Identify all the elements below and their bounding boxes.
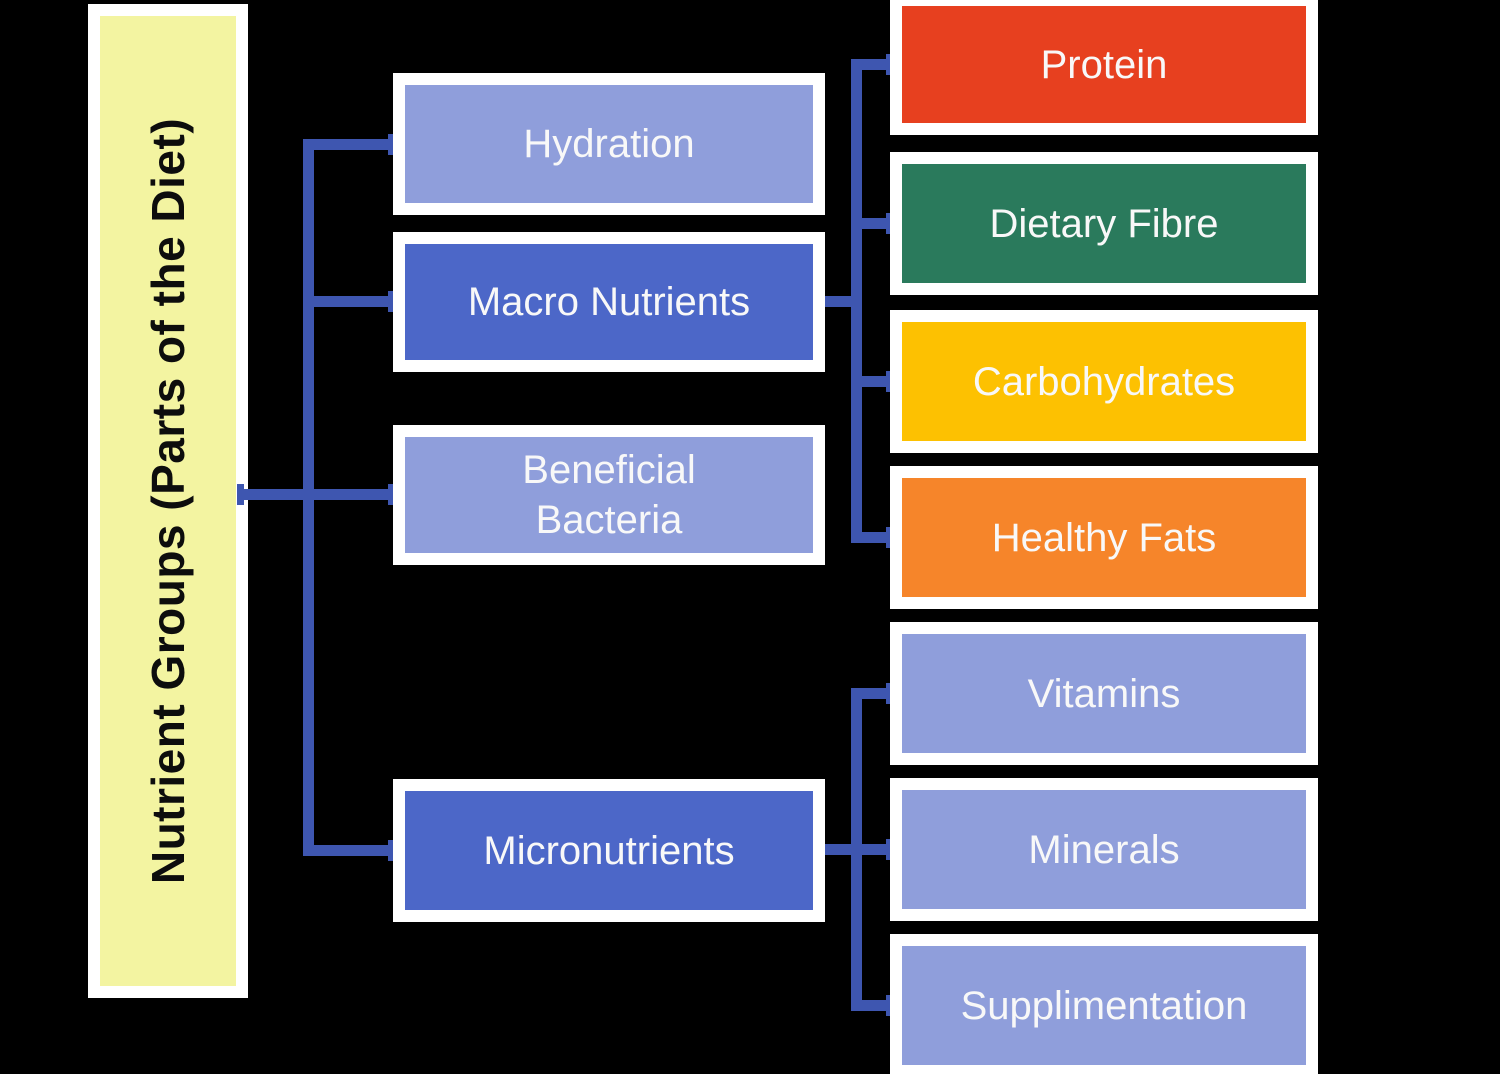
node-carbohydrates: Carbohydrates <box>890 310 1318 453</box>
connector-branch-hydration <box>303 139 395 150</box>
node-supplimentation-label: Supplimentation <box>960 983 1248 1028</box>
connector-endcap <box>388 484 395 505</box>
connector-right-trunk-macro <box>851 59 862 543</box>
connector-branch-carbohydrates <box>851 376 893 387</box>
connector-branch-micronutrients <box>303 845 395 856</box>
root-node-nutrient-groups: Nutrient Groups (Parts of the Diet) <box>88 4 248 998</box>
connector-endcap <box>886 839 893 860</box>
node-micronutrients-label: Micronutrients <box>483 828 735 873</box>
connector-endcap <box>388 134 395 155</box>
connector-branch-dietary-fibre <box>851 218 893 229</box>
connector-endcap <box>886 683 893 704</box>
node-macro-nutrients: Macro Nutrients <box>393 232 825 372</box>
connector-branch-supplimentation <box>851 1000 893 1011</box>
node-healthy-fats: Healthy Fats <box>890 466 1318 609</box>
connector-endcap <box>886 213 893 234</box>
node-protein-label: Protein <box>1040 42 1168 87</box>
connector-endcap <box>886 527 893 548</box>
node-macro-nutrients-label: Macro Nutrients <box>467 280 751 324</box>
connector-endcap <box>886 995 893 1016</box>
node-beneficial-bacteria: Beneficial Bacteria <box>393 425 825 565</box>
node-micronutrients: Micronutrients <box>393 779 825 922</box>
connector-endcap <box>886 54 893 75</box>
node-vitamins-label: Vitamins <box>1027 671 1181 716</box>
node-healthy-fats-label: Healthy Fats <box>991 515 1217 560</box>
connector-endcap <box>388 291 395 312</box>
connector-branch-minerals <box>822 844 893 855</box>
node-supplimentation: Supplimentation <box>890 934 1318 1074</box>
connector-endcap <box>886 371 893 392</box>
node-dietary-fibre-label: Dietary Fibre <box>989 201 1219 246</box>
connector-macro-feed <box>822 296 851 307</box>
node-vitamins: Vitamins <box>890 622 1318 765</box>
connector-branch-healthy-fats <box>851 532 893 543</box>
node-beneficial-bacteria-label: Beneficial Bacteria <box>522 448 696 542</box>
root-node-label: Nutrient Groups (Parts of the Diet) <box>142 117 194 885</box>
node-minerals-label: Minerals <box>1028 827 1180 872</box>
node-dietary-fibre: Dietary Fibre <box>890 152 1318 295</box>
node-protein: Protein <box>890 0 1318 135</box>
connector-endcap <box>388 840 395 861</box>
connector-branch-protein <box>851 59 893 70</box>
connector-branch-beneficial-bacteria <box>240 489 395 500</box>
connector-branch-macro-nutrients <box>303 296 395 307</box>
connector-branch-vitamins <box>851 688 893 699</box>
connector-endcap <box>237 484 244 505</box>
node-minerals: Minerals <box>890 778 1318 921</box>
node-carbohydrates-label: Carbohydrates <box>972 359 1236 404</box>
node-hydration: Hydration <box>393 73 825 215</box>
node-hydration-label: Hydration <box>523 122 695 166</box>
